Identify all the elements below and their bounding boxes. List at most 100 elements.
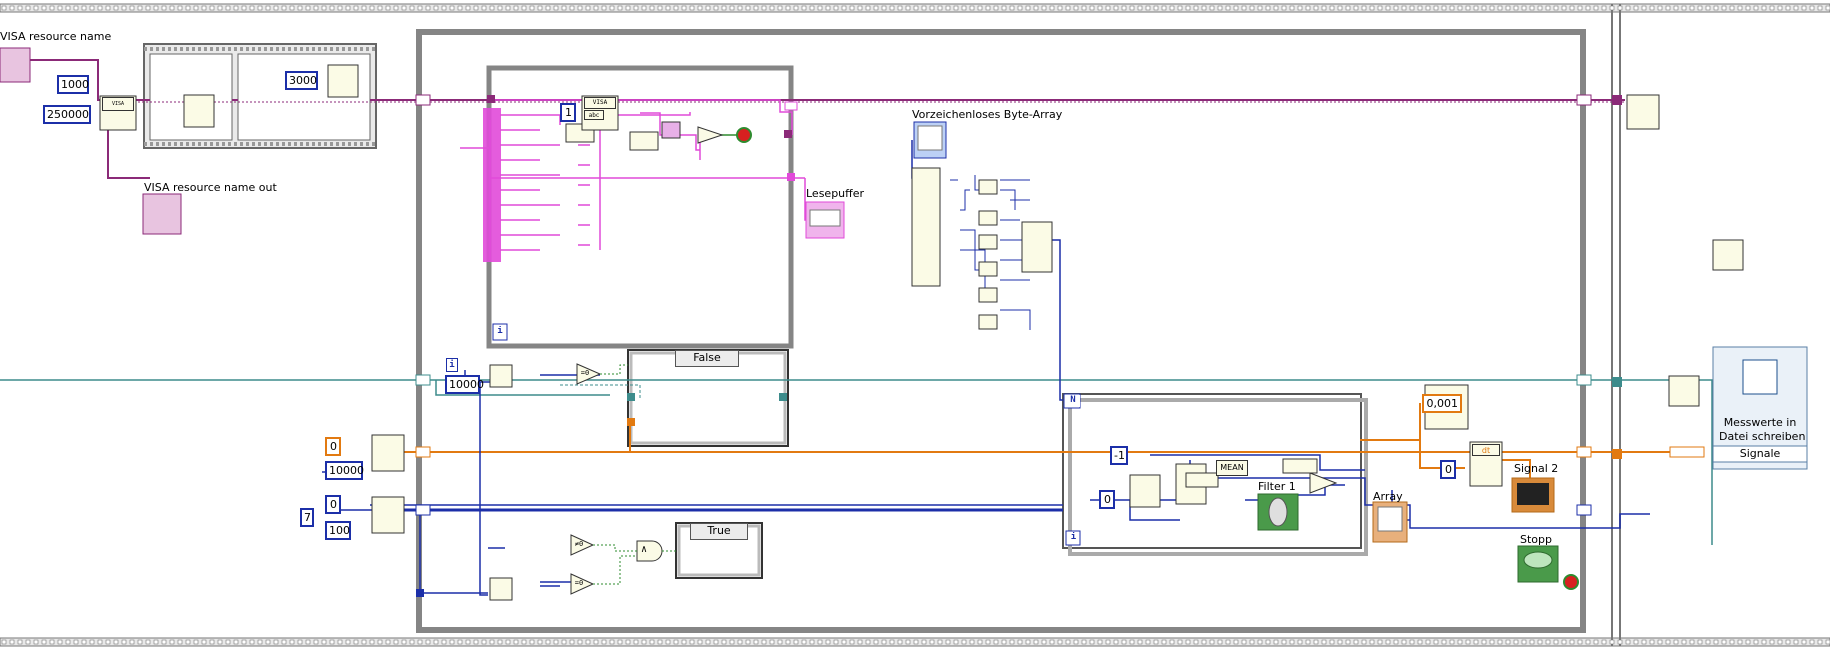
modulo-constant[interactable]: 10000 bbox=[445, 375, 484, 394]
filmstrip-hole bbox=[1737, 639, 1743, 645]
filmstrip-hole bbox=[1281, 5, 1287, 11]
init-zero-constant[interactable]: 0 bbox=[325, 437, 341, 456]
filmstrip-hole bbox=[1521, 5, 1527, 11]
filmstrip-hole bbox=[809, 639, 815, 645]
filmstrip-hole bbox=[105, 639, 111, 645]
filmstrip-hole bbox=[1073, 5, 1079, 11]
filmstrip-hole bbox=[1353, 5, 1359, 11]
array-size-constant[interactable]: 10000 bbox=[325, 461, 364, 480]
hundred-constant[interactable]: 100 bbox=[325, 521, 351, 540]
filmstrip-hole bbox=[865, 639, 871, 645]
filmstrip-hole bbox=[497, 639, 503, 645]
filmstrip-hole bbox=[929, 5, 935, 11]
filmstrip-hole bbox=[313, 639, 319, 645]
filmstrip-hole bbox=[753, 639, 759, 645]
filmstrip-hole bbox=[1049, 5, 1055, 11]
filmstrip-hole bbox=[1465, 639, 1471, 645]
filmstrip-hole bbox=[209, 5, 215, 11]
zero-b-constant[interactable]: 0 bbox=[325, 495, 341, 514]
filmstrip-hole bbox=[761, 5, 767, 11]
case-selector-false[interactable]: False bbox=[675, 350, 739, 367]
filmstrip-hole bbox=[1161, 5, 1167, 11]
filmstrip-hole bbox=[17, 5, 23, 11]
filmstrip-hole bbox=[321, 639, 327, 645]
visa-configure-serial-node[interactable]: VISA SERIAL bbox=[102, 97, 134, 111]
filmstrip-hole bbox=[465, 5, 471, 11]
equals-zero-top[interactable]: =0 bbox=[580, 369, 590, 377]
filmstrip-hole bbox=[137, 639, 143, 645]
baud-rate-constant[interactable]: 250000 bbox=[43, 105, 91, 124]
filmstrip-hole bbox=[1033, 639, 1039, 645]
filmstrip-hole bbox=[1281, 639, 1287, 645]
filmstrip-hole bbox=[1545, 5, 1551, 11]
filmstrip-hole bbox=[1401, 5, 1407, 11]
filmstrip-hole bbox=[1313, 639, 1319, 645]
visa-read-node[interactable]: VISA bbox=[584, 97, 616, 109]
filmstrip-hole bbox=[25, 639, 31, 645]
signals-terminal-label: Signale bbox=[1739, 447, 1781, 460]
filmstrip-hole bbox=[1745, 5, 1751, 11]
filmstrip-hole bbox=[1617, 5, 1623, 11]
dt-constant[interactable]: 0,001 bbox=[1422, 394, 1462, 413]
filmstrip-hole bbox=[1193, 639, 1199, 645]
filmstrip-hole bbox=[561, 639, 567, 645]
filmstrip-hole bbox=[1369, 5, 1375, 11]
visa-read-abc: abc bbox=[584, 110, 604, 120]
zero-c-constant[interactable]: 0 bbox=[1099, 490, 1115, 509]
filmstrip-hole bbox=[1041, 639, 1047, 645]
filmstrip-hole bbox=[1481, 5, 1487, 11]
mean-function[interactable]: MEAN bbox=[1216, 460, 1248, 476]
filmstrip-hole bbox=[1817, 5, 1823, 11]
filmstrip-hole bbox=[857, 5, 863, 11]
filmstrip-hole bbox=[1561, 5, 1567, 11]
iteration-terminal-inner: i bbox=[494, 326, 506, 338]
filmstrip-hole bbox=[849, 639, 855, 645]
filmstrip-hole bbox=[873, 5, 879, 11]
filmstrip-hole bbox=[649, 5, 655, 11]
filmstrip-hole bbox=[345, 639, 351, 645]
filmstrip-hole bbox=[1825, 639, 1830, 645]
filmstrip-hole bbox=[1297, 639, 1303, 645]
filmstrip-hole bbox=[1689, 5, 1695, 11]
filmstrip-hole bbox=[1049, 639, 1055, 645]
filmstrip-hole bbox=[1385, 639, 1391, 645]
filmstrip-hole bbox=[1777, 639, 1783, 645]
filmstrip-hole bbox=[1329, 639, 1335, 645]
filmstrip-hole bbox=[537, 5, 543, 11]
filmstrip-hole bbox=[729, 5, 735, 11]
filmstrip-hole bbox=[1321, 5, 1327, 11]
filmstrip-hole bbox=[1089, 639, 1095, 645]
build-waveform-dt[interactable]: dt bbox=[1472, 444, 1500, 456]
filmstrip-hole bbox=[1265, 639, 1271, 645]
filmstrip-hole bbox=[433, 5, 439, 11]
equals-zero-bottom[interactable]: =0 bbox=[574, 579, 584, 587]
filmstrip-hole bbox=[1217, 5, 1223, 11]
filmstrip-hole bbox=[89, 5, 95, 11]
filmstrip-hole bbox=[1489, 639, 1495, 645]
case-selector-true[interactable]: True bbox=[690, 523, 748, 540]
wait-ms-constant[interactable]: 3000 bbox=[285, 71, 318, 90]
filmstrip-hole bbox=[1665, 5, 1671, 11]
byte-array-wires bbox=[950, 175, 1035, 330]
read-count-constant[interactable]: 1 bbox=[560, 103, 576, 122]
filmstrip-hole bbox=[1137, 639, 1143, 645]
filmstrip-hole bbox=[889, 639, 895, 645]
filmstrip-hole bbox=[729, 639, 735, 645]
filmstrip-hole bbox=[1225, 5, 1231, 11]
minus-one-constant[interactable]: -1 bbox=[1110, 446, 1128, 465]
filmstrip-hole bbox=[1161, 639, 1167, 645]
filmstrip-hole bbox=[1289, 5, 1295, 11]
filmstrip-hole bbox=[577, 639, 583, 645]
seven-constant[interactable]: 7 bbox=[300, 508, 314, 527]
filmstrip-hole bbox=[1305, 5, 1311, 11]
not-equal-zero[interactable]: ≠0 bbox=[574, 540, 584, 548]
and-function[interactable]: ∧ bbox=[640, 544, 648, 555]
filmstrip-hole bbox=[1641, 639, 1647, 645]
filmstrip-hole bbox=[449, 639, 455, 645]
filmstrip-hole bbox=[1121, 639, 1127, 645]
filmstrip-hole bbox=[513, 639, 519, 645]
filmstrip-hole bbox=[265, 5, 271, 11]
timeout-constant[interactable]: 1000 bbox=[57, 75, 89, 94]
zero-d-constant[interactable]: 0 bbox=[1440, 460, 1456, 479]
filmstrip-hole bbox=[897, 639, 903, 645]
